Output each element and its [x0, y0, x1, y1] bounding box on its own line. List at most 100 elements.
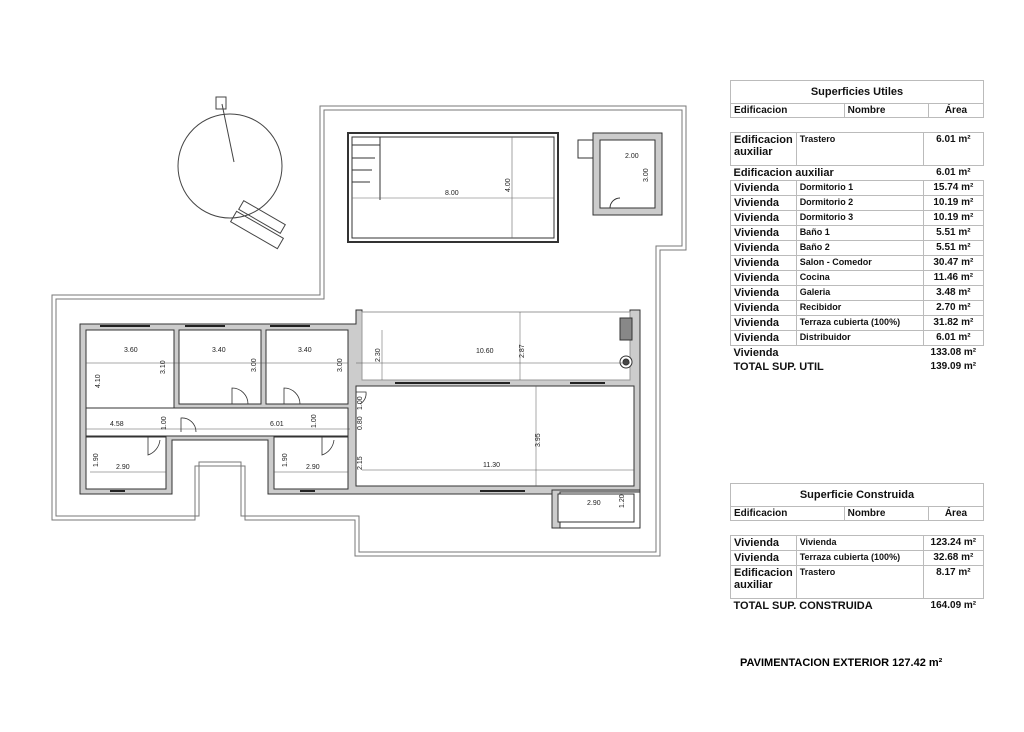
hall-left-width-label: 1.00 — [161, 416, 168, 430]
area-label: 139.09 m² — [930, 361, 977, 372]
dimension-lines — [86, 312, 634, 486]
nombre-label: Vivienda — [795, 535, 924, 551]
col-area: Área — [927, 506, 985, 521]
cell-nombre: Terraza cubierta (100%) — [795, 315, 924, 331]
salon-length-label: 11.30 — [483, 462, 500, 469]
room-dormitorio-3 — [265, 329, 349, 405]
room-dormitorio-2 — [178, 329, 262, 405]
bed3-depth-label: 3.00 — [337, 358, 344, 372]
cell-area: 6.01 m² — [922, 330, 985, 346]
cell-nombre: Dormitorio 1 — [795, 180, 924, 196]
floor-plan: 8.00 4.00 2.00 3.00 — [51, 96, 687, 557]
bed2-width-label: 3.40 — [212, 347, 226, 354]
room-salon — [355, 385, 635, 487]
col-edificacion: Edificacion — [730, 506, 845, 521]
doors — [147, 387, 367, 456]
pavimentacion-exterior: PAVIMENTACION EXTERIOR 127.42 m² — [740, 657, 943, 669]
cell-nombre: Distribuidor — [795, 330, 924, 346]
cell-nombre: Recibidor — [795, 300, 924, 316]
area-label: 32.68 m² — [922, 550, 985, 566]
cell-edificacion: Vivienda — [730, 315, 797, 331]
nombre-label: Trastero — [795, 132, 924, 166]
terrace-length-label: 10.60 — [476, 348, 494, 355]
cell-edificacion: Vivienda — [730, 255, 797, 271]
entry-depth-label: 2.15 — [357, 456, 364, 470]
superficies-utiles-table: Superficies Utiles Edificacion Nombre Ár… — [730, 80, 985, 374]
table-row: Edificacion auxiliar Trastero 6.01 m² — [730, 132, 985, 166]
bed1-depth-inner-label: 3.10 — [160, 360, 167, 374]
table-row: Vivienda Terraza cubierta (100%) 32.68 m… — [730, 550, 985, 566]
cell-edificacion: Vivienda — [730, 240, 797, 256]
nombre-label: Terraza cubierta (100%) — [795, 550, 924, 566]
galeria-width-label: 2.90 — [587, 500, 601, 507]
total-row: TOTAL SUP. UTIL 139.09 m² — [731, 360, 984, 374]
area-label: 8.17 m² — [922, 565, 985, 599]
shed-width-label: 2.00 — [625, 153, 639, 160]
entry-door-label: 0.80 — [357, 416, 364, 430]
edificacion-label: Edificacion auxiliar — [730, 132, 797, 166]
cell-area: 10.19 m² — [922, 195, 985, 211]
kitchen-fixtures — [619, 317, 633, 369]
cell-edificacion: Vivienda — [730, 195, 797, 211]
entry-width-label: 1.00 — [357, 396, 364, 410]
cell-edificacion: Vivienda — [730, 330, 797, 346]
shed-depth-label: 3.00 — [643, 168, 650, 182]
col-area: Área — [927, 103, 985, 118]
round-feature — [177, 96, 286, 250]
bath2-width-label: 2.90 — [306, 464, 320, 471]
edificacion-label: Vivienda — [730, 550, 797, 566]
cell-edificacion: Vivienda — [730, 285, 797, 301]
cell-edificacion: Vivienda — [730, 180, 797, 196]
cell-area: 2.70 m² — [922, 300, 985, 316]
pool — [347, 132, 559, 243]
hall-width-label: 1.00 — [311, 414, 318, 428]
cell-nombre: Salon - Comedor — [795, 255, 924, 271]
label-label: TOTAL SUP. CONSTRUIDA — [733, 600, 873, 612]
area-label: 133.08 m² — [930, 347, 977, 358]
room-galeria-outer — [551, 489, 641, 529]
cell-edificacion: Vivienda — [730, 300, 797, 316]
cell-area: 10.19 m² — [922, 210, 985, 226]
edificacion-label: Edificacion auxiliar — [730, 565, 797, 599]
salon-depth-label: 3.95 — [535, 433, 542, 447]
dimension-labels: 3.60 4.10 3.10 3.40 3.00 3.40 3.00 4.58 … — [93, 344, 626, 508]
room-terraza — [361, 311, 631, 381]
terrace-side-label: 2.30 — [375, 348, 382, 362]
cell-area: 30.47 m² — [922, 255, 985, 271]
bed1-depth-label: 4.10 — [95, 374, 102, 388]
windows — [100, 325, 605, 492]
pool-width-label: 4.00 — [505, 178, 512, 192]
cell-area: 3.48 m² — [922, 285, 985, 301]
table-title: Superficie Construida — [730, 483, 984, 507]
cell-area: 31.82 m² — [922, 315, 985, 331]
cell-nombre: Dormitorio 2 — [795, 195, 924, 211]
label-label: Vivienda — [733, 347, 779, 359]
cell-nombre: Baño 1 — [795, 225, 924, 241]
area-label: 164.09 m² — [930, 600, 977, 611]
cell-edificacion: Vivienda — [730, 210, 797, 226]
table-title: Superficies Utiles — [730, 80, 984, 104]
room-bano-1 — [85, 436, 167, 490]
cell-edificacion: Vivienda — [730, 270, 797, 286]
area-label: 123.24 m² — [922, 535, 985, 551]
bath2-depth-label: 1.90 — [282, 453, 289, 467]
col-nombre: Nombre — [843, 103, 929, 118]
bed2-depth-label: 3.00 — [251, 358, 258, 372]
rooms — [85, 311, 641, 529]
room-distribuidor — [85, 407, 349, 437]
label-label: Edificacion auxiliar — [733, 167, 834, 179]
label-label: TOTAL SUP. UTIL — [733, 361, 824, 373]
nombre-label: Trastero — [795, 565, 924, 599]
table-row: Vivienda Vivienda 123.24 m² — [730, 535, 985, 551]
cell-area: 5.51 m² — [922, 240, 985, 256]
plot-boundary — [51, 105, 687, 557]
